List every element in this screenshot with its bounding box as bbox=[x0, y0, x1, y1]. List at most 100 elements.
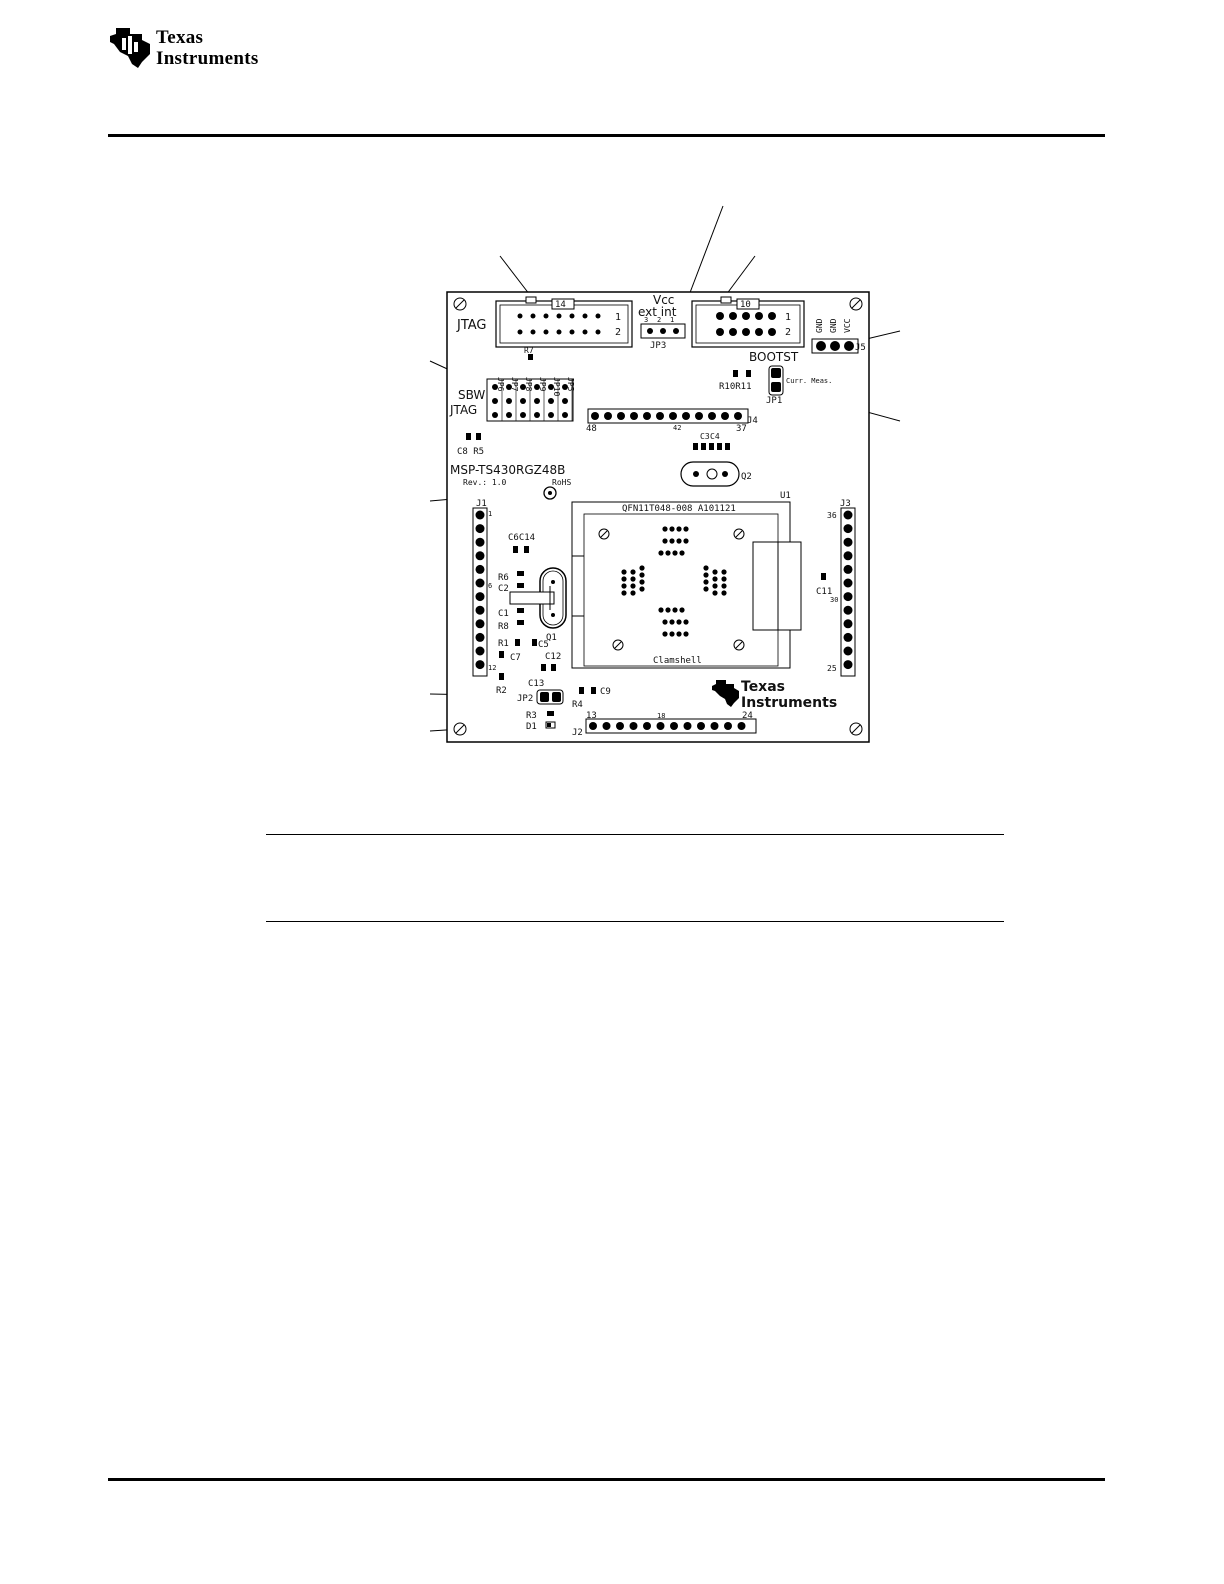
connector-pin bbox=[517, 329, 523, 335]
connector-pin bbox=[729, 328, 737, 336]
j3-pins bbox=[843, 510, 853, 670]
j1-pin-1: 1 bbox=[488, 510, 492, 518]
j4-label: J4 bbox=[747, 416, 758, 426]
c11-label: C11 bbox=[816, 587, 832, 597]
connector-pin bbox=[595, 329, 601, 335]
j3-outline bbox=[840, 507, 856, 677]
connector-pin bbox=[530, 329, 536, 335]
sbw-jtag-label: JTAG bbox=[449, 403, 477, 417]
curr-meas-label: Curr. Meas. bbox=[786, 377, 832, 385]
header-pin bbox=[843, 646, 853, 656]
jp3-pin-2: 2 bbox=[657, 316, 661, 324]
pcb-figure: 14 1 2 JTAG 10 1 2 BOOTST Vcc ext int 3 … bbox=[400, 196, 920, 756]
boot10-pins bbox=[716, 312, 776, 336]
connector-pin bbox=[530, 313, 536, 319]
jtag-connector-14 bbox=[495, 296, 633, 348]
header-pin bbox=[656, 722, 665, 730]
j5-pin-gnd1: GND bbox=[815, 318, 824, 333]
q1-body bbox=[509, 591, 555, 605]
r4-label: R4 bbox=[572, 700, 583, 710]
j2-pin-18: 18 bbox=[657, 712, 665, 720]
c2-label: C2 bbox=[498, 584, 509, 594]
qfn-pad bbox=[639, 579, 645, 585]
j4-outline bbox=[587, 408, 749, 424]
c3-label: C3 bbox=[700, 432, 710, 441]
qfn-pad bbox=[669, 538, 675, 544]
connector-pin bbox=[582, 329, 588, 335]
connector-pin bbox=[768, 312, 776, 320]
qfn-pad bbox=[712, 590, 718, 596]
header-pin bbox=[843, 605, 853, 615]
qfn-pad bbox=[630, 576, 636, 582]
header-pin bbox=[669, 412, 677, 420]
d1-label: D1 bbox=[526, 722, 537, 732]
q2-outline bbox=[680, 461, 740, 487]
r2-label: R2 bbox=[496, 686, 507, 696]
r3-label: R3 bbox=[526, 711, 537, 721]
jp1-outline bbox=[768, 365, 784, 396]
j3-pin-30: 30 bbox=[830, 596, 838, 604]
q2-pin-a bbox=[693, 471, 699, 477]
j3-label: J3 bbox=[840, 499, 851, 509]
c9-label: C9 bbox=[600, 687, 611, 697]
qfn-pad bbox=[669, 526, 675, 532]
jp1-pin-a bbox=[771, 368, 781, 378]
header-pin bbox=[475, 537, 485, 547]
header-pin bbox=[843, 632, 853, 642]
qfn-pad bbox=[672, 607, 678, 613]
r1-label: R1 bbox=[498, 639, 509, 649]
jp2-label: JP2 bbox=[517, 694, 533, 704]
socket-screws bbox=[598, 528, 745, 651]
header-pin bbox=[475, 524, 485, 534]
jumper-label: JP6 bbox=[496, 377, 505, 392]
header-pin bbox=[724, 722, 732, 730]
qfn-pad bbox=[676, 631, 682, 637]
jtag-label: JTAG bbox=[456, 318, 487, 333]
header-pin bbox=[830, 341, 840, 351]
c1-pad bbox=[517, 608, 524, 613]
d1-outline bbox=[545, 721, 556, 729]
header-pin bbox=[670, 722, 678, 730]
texas-state-icon bbox=[110, 28, 150, 68]
jumper-pin bbox=[647, 328, 653, 334]
header-pin bbox=[475, 551, 485, 561]
header-pin bbox=[475, 510, 485, 520]
qfn-pad bbox=[721, 590, 727, 596]
connector-pin bbox=[716, 328, 724, 336]
qfn-pad bbox=[703, 565, 709, 571]
c9-pad bbox=[591, 687, 596, 694]
j4-pin-37: 37 bbox=[736, 424, 747, 434]
qfn-pad bbox=[721, 569, 727, 575]
jp3-label: JP3 bbox=[650, 341, 666, 351]
jumper-label: JP7 bbox=[510, 377, 519, 392]
header-pin bbox=[843, 510, 853, 520]
qfn-pad bbox=[721, 583, 727, 589]
qfn-pad bbox=[621, 583, 627, 589]
header-pin bbox=[617, 412, 625, 420]
j1-label: J1 bbox=[476, 499, 487, 509]
jumper-pin bbox=[660, 328, 666, 334]
j3-pin-36: 36 bbox=[827, 511, 837, 520]
header-pin bbox=[591, 412, 599, 420]
conn14-label: 14 bbox=[555, 300, 566, 310]
connector-pin bbox=[755, 312, 763, 320]
jumper-pin bbox=[534, 384, 540, 390]
connector-pin bbox=[556, 329, 562, 335]
jumper-pin bbox=[548, 398, 554, 404]
qfn-pad bbox=[712, 583, 718, 589]
qfn-pad bbox=[703, 579, 709, 585]
jumper-pin bbox=[548, 412, 554, 418]
j5-outline bbox=[811, 338, 859, 354]
header-pin bbox=[629, 722, 638, 730]
ti-logo: Texas Instruments bbox=[108, 24, 298, 72]
j2-pin-24: 24 bbox=[742, 711, 753, 721]
jp3-outline bbox=[640, 323, 686, 339]
connector-pin bbox=[556, 313, 562, 319]
qfn-pad bbox=[712, 569, 718, 575]
header-pin bbox=[656, 412, 664, 420]
boot10-pin1: 1 bbox=[785, 312, 791, 323]
jumper-pin bbox=[520, 412, 526, 418]
q1-pin-a bbox=[551, 580, 555, 584]
jumper-pin bbox=[506, 384, 512, 390]
header-pin bbox=[643, 412, 651, 420]
